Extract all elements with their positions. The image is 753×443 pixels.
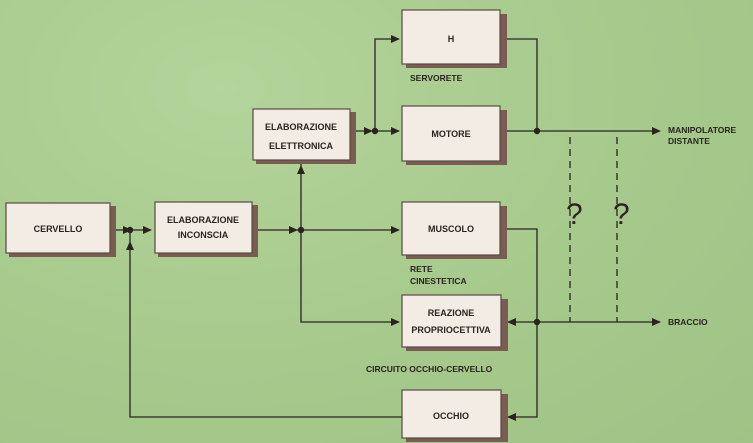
block-occhio: OCCHIO: [401, 389, 508, 442]
arrowhead: [507, 318, 516, 326]
arrowhead: [391, 226, 400, 234]
block-elaborazione-elettronica: ELABORAZIONE ELETTRONICA: [252, 108, 356, 164]
arrowhead: [123, 226, 132, 234]
question-mark-1: ?: [566, 198, 583, 231]
arrowhead: [391, 127, 400, 135]
block-label: MUSCOLO: [428, 224, 474, 234]
wires: [114, 38, 660, 418]
block-label: MOTORE: [431, 129, 470, 139]
block-reazione-propriocettiva: REAZIONE PROPRIOCETTIVA: [401, 294, 508, 351]
block-muscolo: MUSCOLO: [401, 201, 507, 259]
block-label: ELABORAZIONE: [265, 122, 337, 132]
block-label: H: [448, 34, 455, 44]
block-elaborazione-inconscia: ELABORAZIONE INCONSCIA: [154, 201, 258, 257]
arrowhead: [297, 165, 305, 174]
arrowhead: [652, 127, 661, 135]
label-manipolatore: MANIPOLATORE: [668, 125, 736, 135]
block-label: PROPRIOCETTIVA: [411, 325, 491, 335]
block-label: ELABORAZIONE: [167, 215, 239, 225]
wire-to-occhio: [508, 322, 538, 418]
question-mark-2: ?: [613, 198, 630, 231]
block-h: H: [401, 9, 507, 68]
junction-dot: [371, 127, 379, 135]
label-circuito-occhio-cervello: CIRCUITO OCCHIO-CERVELLO: [366, 364, 493, 374]
junction-dot: [297, 226, 305, 234]
wire-muscolo-out: [502, 228, 538, 322]
label-distante: DISTANTE: [668, 136, 710, 146]
label-braccio: BRACCIO: [668, 317, 708, 327]
label-cinestetica: CINESTETICA: [410, 276, 467, 286]
arrowhead: [143, 226, 152, 234]
arrowhead: [289, 226, 298, 234]
arrowhead: [391, 318, 400, 326]
block-label: REAZIONE: [428, 308, 475, 318]
junction-dot: [533, 318, 541, 326]
block-cervello: CERVELLO: [5, 202, 116, 257]
block-label: CERVELLO: [34, 224, 83, 234]
arrowheads: [123, 35, 661, 421]
arrowhead: [364, 127, 373, 135]
arrowhead: [126, 241, 134, 250]
block-label: INCONSCIA: [178, 230, 229, 240]
arrowhead: [652, 318, 661, 326]
wire-to-h: [374, 38, 398, 131]
block-label: ELETTRONICA: [269, 141, 333, 151]
label-servorete: SERVORETE: [410, 73, 463, 83]
wire-h-out: [502, 38, 538, 131]
label-rete: RETE: [410, 264, 433, 274]
wire-occhio-cervello: [129, 230, 402, 418]
junction-dot: [533, 127, 541, 135]
block-motore: MOTORE: [401, 105, 507, 165]
arrowhead: [507, 413, 516, 421]
arrowhead: [391, 35, 400, 43]
block-label: OCCHIO: [433, 411, 469, 421]
wire-to-reazione: [300, 230, 398, 323]
